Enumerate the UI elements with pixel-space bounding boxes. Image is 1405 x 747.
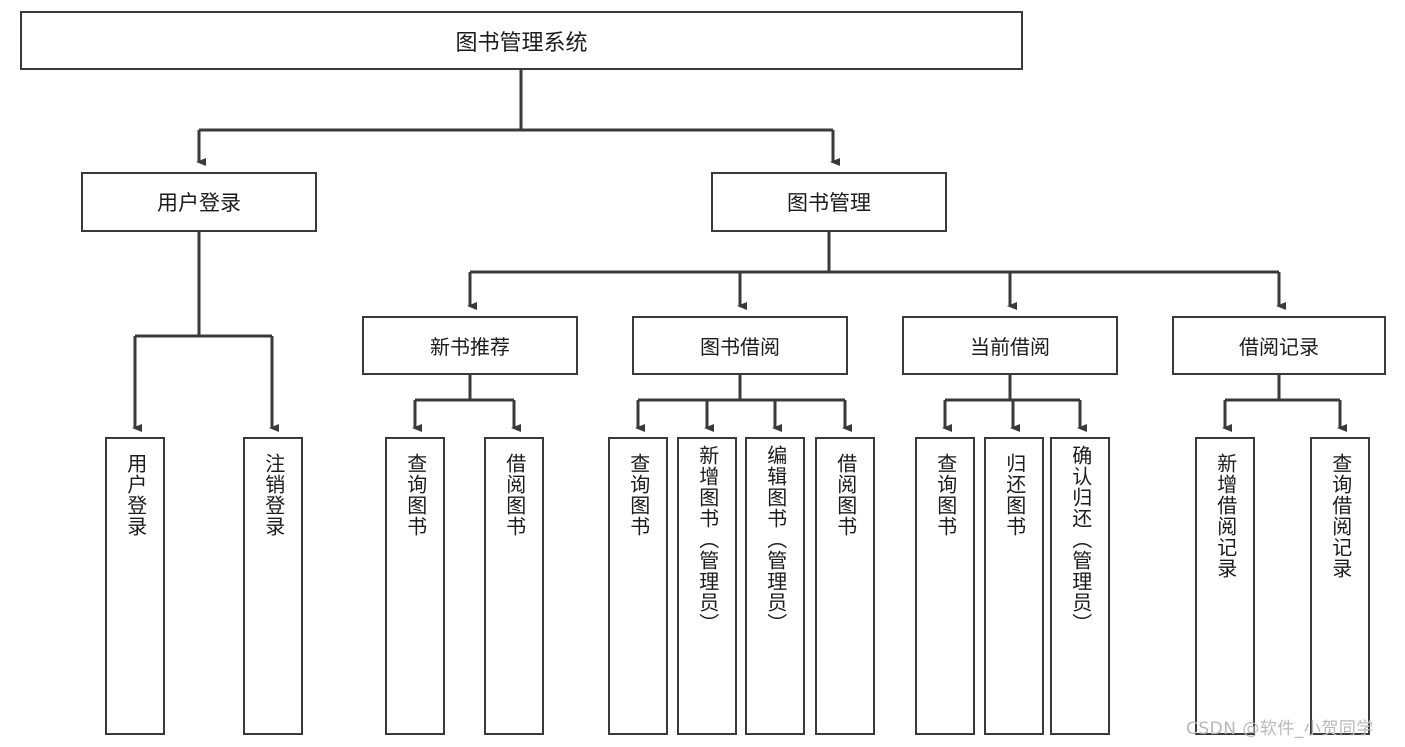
node-book-management-label: 图书管理	[787, 191, 871, 215]
node-leaf-query-book-recommend-label: 查询图书	[403, 453, 428, 537]
node-leaf-query-borrow-record[interactable]: 查询借阅记录	[1310, 437, 1370, 735]
node-new-book-recommend-label: 新书推荐	[430, 335, 510, 359]
node-leaf-confirm-return-admin-label: 确认归还（管理员）	[1068, 445, 1093, 634]
node-borrow-record[interactable]: 借阅记录	[1172, 316, 1386, 375]
node-leaf-logout[interactable]: 注销登录	[243, 437, 303, 735]
node-current-borrow-label: 当前借阅	[970, 335, 1050, 359]
node-leaf-query-book-borrow[interactable]: 查询图书	[608, 437, 668, 735]
node-leaf-query-book-borrow-label: 查询图书	[626, 453, 651, 537]
node-leaf-add-book-admin-label: 新增图书（管理员）	[695, 445, 720, 634]
node-current-borrow[interactable]: 当前借阅	[902, 316, 1118, 375]
node-leaf-logout-label: 注销登录	[261, 453, 286, 537]
node-leaf-add-book-admin[interactable]: 新增图书（管理员）	[677, 437, 737, 735]
node-user-login[interactable]: 用户登录	[81, 172, 317, 232]
node-root-label: 图书管理系统	[455, 30, 588, 56]
node-leaf-borrow-book[interactable]: 借阅图书	[815, 437, 875, 735]
node-leaf-edit-book-admin[interactable]: 编辑图书（管理员）	[745, 437, 805, 735]
watermark: CSDN @软件_小贺同学	[1186, 719, 1374, 739]
node-leaf-borrow-book-label: 借阅图书	[833, 453, 858, 537]
node-book-borrow-label: 图书借阅	[700, 335, 780, 359]
node-leaf-query-book-current-label: 查询图书	[933, 453, 958, 537]
node-leaf-query-borrow-record-label: 查询借阅记录	[1328, 453, 1353, 579]
node-leaf-add-borrow-record-label: 新增借阅记录	[1213, 453, 1238, 579]
node-leaf-return-book[interactable]: 归还图书	[984, 437, 1044, 735]
node-leaf-return-book-label: 归还图书	[1002, 453, 1027, 537]
node-leaf-borrow-book-recommend[interactable]: 借阅图书	[484, 437, 544, 735]
node-root[interactable]: 图书管理系统	[20, 11, 1023, 70]
node-user-login-label: 用户登录	[157, 191, 241, 215]
node-leaf-query-book-current[interactable]: 查询图书	[915, 437, 975, 735]
node-leaf-query-book-recommend[interactable]: 查询图书	[385, 437, 445, 735]
node-book-borrow[interactable]: 图书借阅	[632, 316, 848, 375]
node-leaf-edit-book-admin-label: 编辑图书（管理员）	[763, 445, 788, 634]
node-leaf-user-login-label: 用户登录	[123, 453, 148, 537]
node-leaf-borrow-book-recommend-label: 借阅图书	[502, 453, 527, 537]
node-leaf-user-login[interactable]: 用户登录	[105, 437, 165, 735]
node-borrow-record-label: 借阅记录	[1239, 335, 1319, 359]
node-book-management[interactable]: 图书管理	[711, 172, 947, 232]
node-new-book-recommend[interactable]: 新书推荐	[362, 316, 578, 375]
node-leaf-confirm-return-admin[interactable]: 确认归还（管理员）	[1050, 437, 1110, 735]
node-leaf-add-borrow-record[interactable]: 新增借阅记录	[1195, 437, 1255, 735]
